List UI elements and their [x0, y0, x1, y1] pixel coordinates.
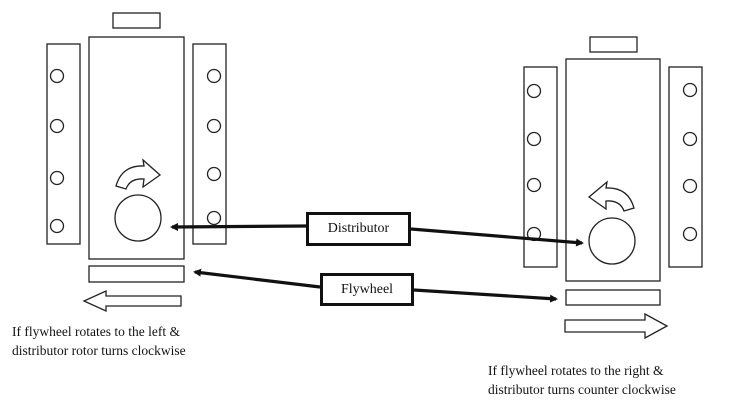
- right-flywheel: [565, 289, 661, 306]
- flywheel-arrow-right: [413, 288, 558, 303]
- right-caption: If flywheel rotates to the right & distr…: [488, 361, 676, 399]
- left-flywheel: [88, 265, 185, 283]
- right-flywheel-direction-arrow: [564, 312, 669, 340]
- flywheel-arrow-left: [193, 268, 321, 289]
- left-caption-line-1: If flywheel rotates to the left &: [12, 324, 180, 339]
- left-engine-right-cylinders: [206, 68, 222, 226]
- right-rotor-counterclockwise-arrow: [587, 180, 635, 212]
- left-distributor: [114, 194, 162, 242]
- left-caption: If flywheel rotates to the left & distri…: [12, 322, 186, 360]
- left-engine: [46, 12, 227, 313]
- distributor-arrow-left: [170, 222, 307, 231]
- right-caption-line-2: distributor turns counter clockwise: [488, 382, 676, 397]
- left-engine-left-cylinders: [49, 68, 65, 234]
- left-rotor-clockwise-arrow: [115, 158, 162, 190]
- right-engine-right-cylinders: [682, 82, 698, 242]
- right-engine: [523, 36, 703, 340]
- distributor-arrow-right: [410, 227, 584, 247]
- left-caption-line-2: distributor rotor turns clockwise: [12, 343, 186, 358]
- distributor-label-text: Distributor: [327, 221, 390, 236]
- right-caption-line-1: If flywheel rotates to the right &: [488, 363, 664, 378]
- flywheel-label: Flywheel: [320, 273, 414, 306]
- right-distributor: [588, 217, 636, 265]
- left-engine-top-cover: [112, 12, 161, 29]
- flywheel-label-text: Flywheel: [340, 281, 394, 297]
- right-engine-top-cover: [589, 36, 638, 53]
- distributor-label: Distributor: [306, 212, 411, 246]
- left-flywheel-direction-arrow: [82, 289, 182, 313]
